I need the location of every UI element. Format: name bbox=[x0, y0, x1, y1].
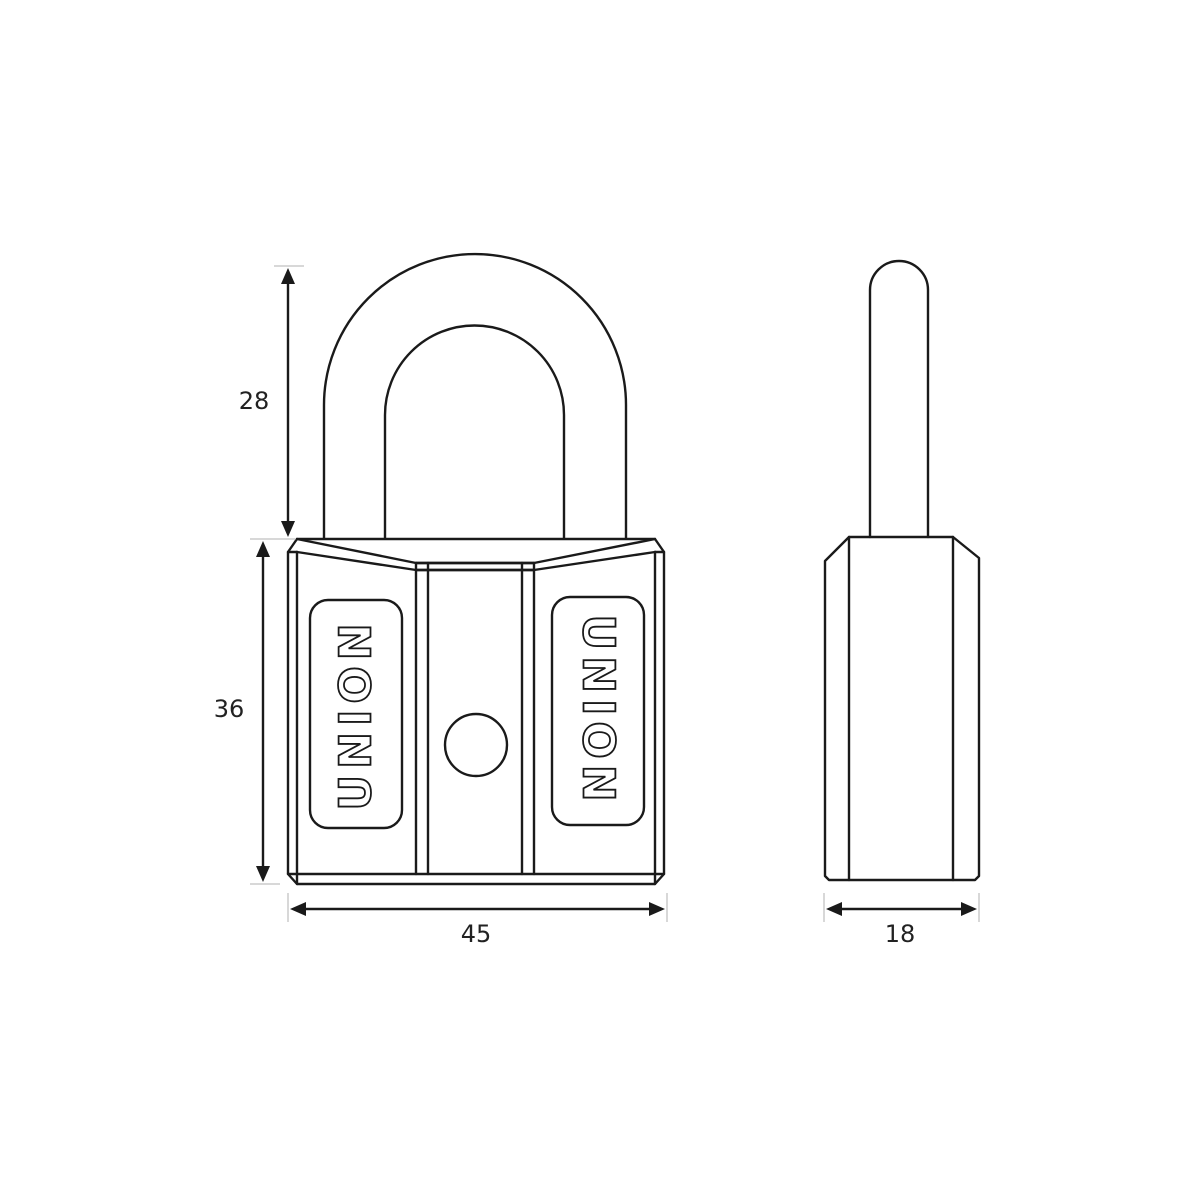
keyhole-circle bbox=[443, 712, 509, 778]
shackle bbox=[322, 252, 628, 540]
lock-body: UNION UNION bbox=[286, 537, 666, 886]
front-view: UNION UNION bbox=[250, 252, 668, 922]
label-shackle-height: 28 bbox=[238, 387, 270, 415]
dimension-shackle-height bbox=[250, 265, 304, 540]
dimension-body-width bbox=[287, 893, 668, 922]
dimension-body-height bbox=[250, 541, 280, 885]
left-logo-plate bbox=[308, 598, 404, 830]
label-body-height: 36 bbox=[213, 695, 245, 723]
label-body-depth: 18 bbox=[884, 920, 916, 948]
dimension-body-depth bbox=[823, 893, 980, 922]
right-logo-text: UNION bbox=[573, 614, 624, 807]
label-body-width: 45 bbox=[460, 920, 492, 948]
side-view bbox=[823, 259, 981, 922]
left-logo-text: UNION bbox=[331, 617, 382, 810]
body-side bbox=[823, 535, 981, 882]
shackle-side bbox=[868, 259, 930, 539]
right-logo-plate bbox=[550, 595, 646, 827]
